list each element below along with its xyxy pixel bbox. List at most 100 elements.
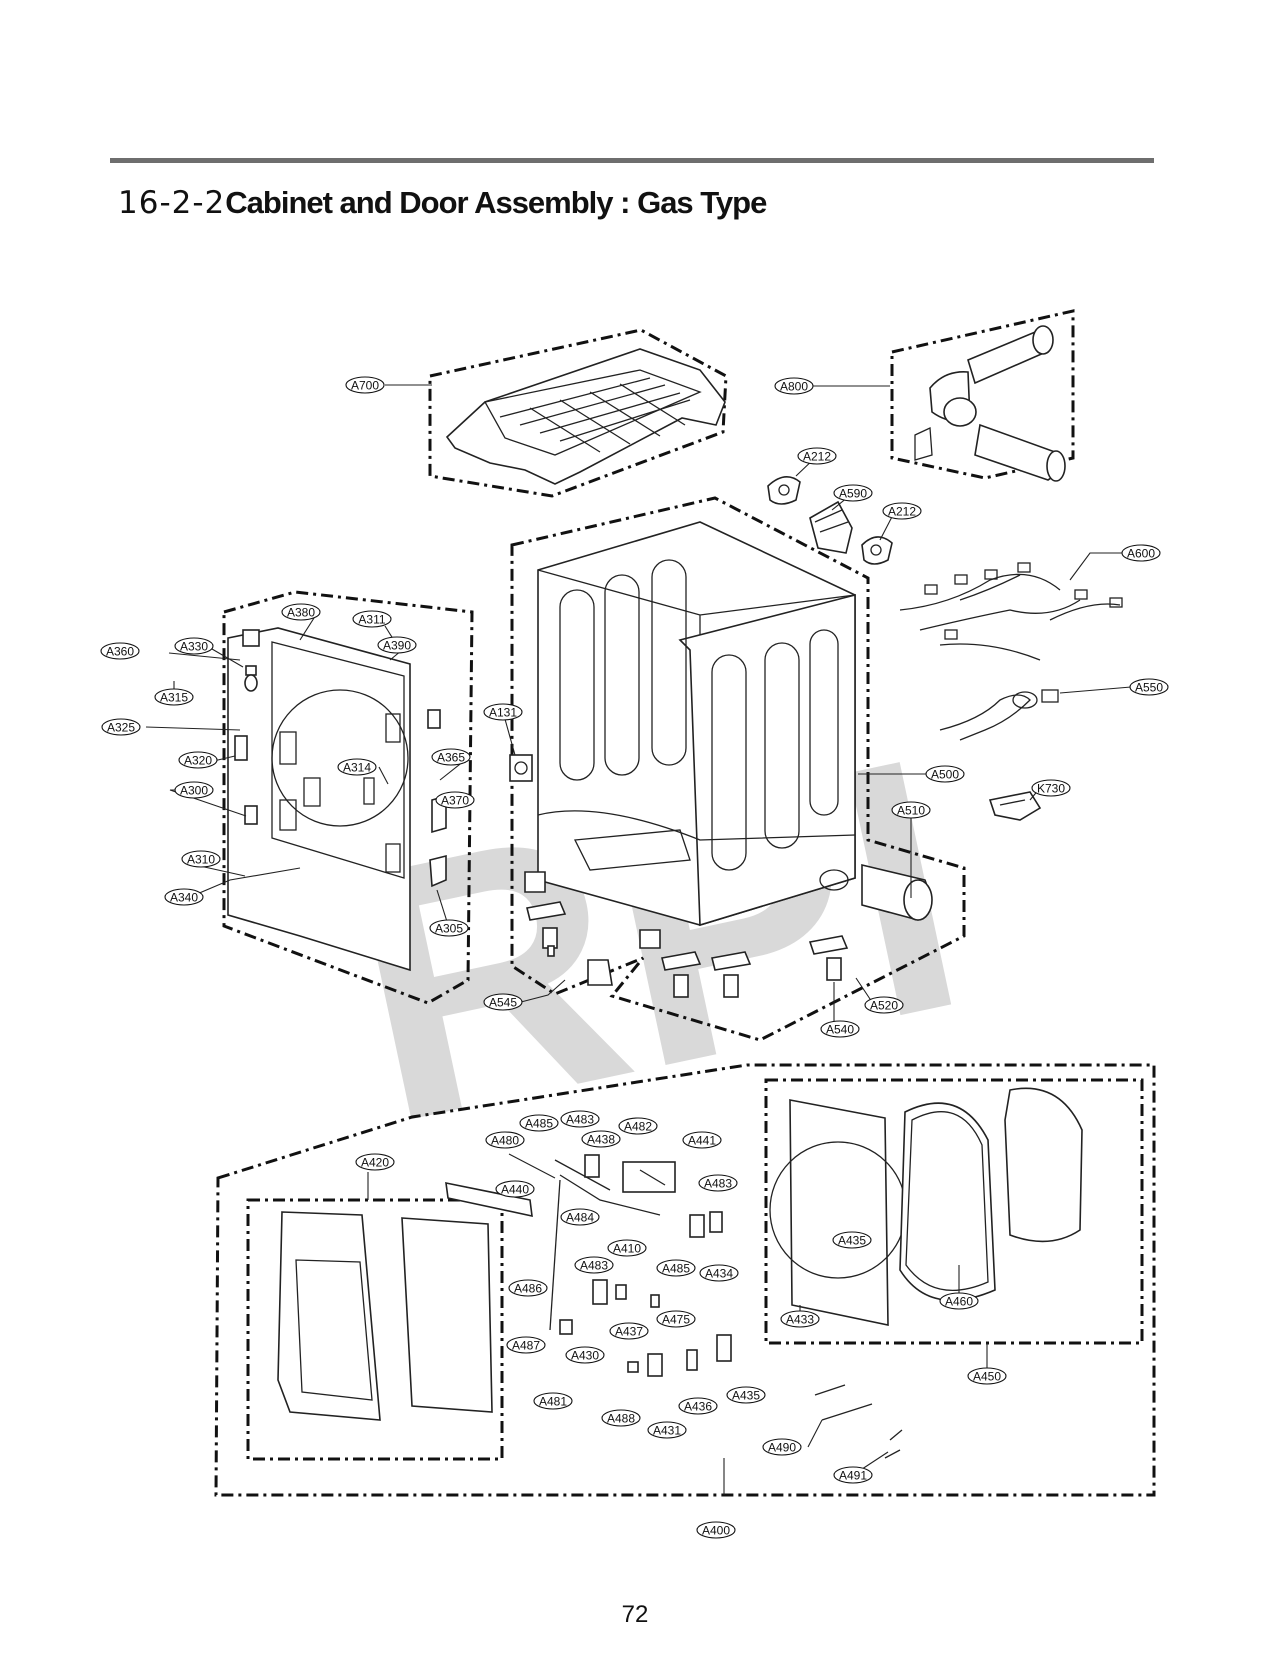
callout-label: A480	[491, 1134, 519, 1148]
callout-a475: A475	[656, 1310, 696, 1328]
callout-bubble	[565, 1346, 605, 1364]
callout-label: A400	[702, 1524, 730, 1538]
callout-bubble	[797, 447, 837, 465]
section-number: 16-2-2	[118, 185, 226, 221]
callout-bubble	[508, 1279, 548, 1297]
callout-bubble	[726, 1386, 766, 1404]
callout-bubble	[154, 688, 194, 706]
callout-bubble	[377, 636, 417, 654]
callout-a360: A360	[100, 642, 140, 660]
callout-a500: A500	[925, 765, 965, 783]
callout-a410: A410	[607, 1239, 647, 1257]
callout-label: A441	[688, 1134, 716, 1148]
callout-a700: A700	[345, 376, 385, 394]
callout-label: A483	[580, 1259, 608, 1273]
callout-label: A431	[653, 1424, 681, 1438]
callout-a441: A441	[682, 1131, 722, 1149]
callout-label: A314	[343, 761, 371, 775]
callout-bubble	[174, 637, 214, 655]
callout-label: A370	[441, 794, 469, 808]
callout-bubble	[678, 1397, 718, 1415]
callout-bubble	[609, 1322, 649, 1340]
callout-bubble	[483, 993, 523, 1011]
callout-bubble	[967, 1367, 1007, 1385]
callout-label: A212	[803, 450, 831, 464]
callout-label: K730	[1037, 782, 1065, 796]
callout-label: A510	[897, 804, 925, 818]
callout-label: A520	[870, 999, 898, 1013]
top-plate-part	[445, 348, 726, 485]
callout-a420: A420	[355, 1153, 395, 1171]
callout-bubble	[483, 703, 523, 721]
callout-bubble	[696, 1521, 736, 1539]
group-border-door	[214, 1063, 1156, 1497]
callout-a438: A438	[581, 1130, 621, 1148]
callout-a434: A434	[699, 1264, 739, 1282]
callout-label: A430	[571, 1349, 599, 1363]
door-hinge-latch-parts	[549, 1154, 732, 1377]
power-cord-part	[939, 689, 1059, 741]
callout-a491: A491	[833, 1466, 873, 1484]
callout-bubble	[345, 376, 385, 394]
callout-bubble	[181, 850, 221, 868]
callout-bubble	[925, 765, 965, 783]
vent-duct-part	[861, 863, 933, 921]
callout-label: A437	[615, 1325, 643, 1339]
callout-bubble	[820, 1020, 860, 1038]
callout-label: A545	[489, 996, 517, 1010]
callout-a483: A483	[698, 1174, 738, 1192]
callout-a435: A435	[832, 1231, 872, 1249]
thermostat-part	[509, 754, 533, 782]
callout-a550: A550	[1129, 678, 1169, 696]
callout-bubble	[698, 1174, 738, 1192]
callout-label: A420	[361, 1156, 389, 1170]
callout-a390: A390	[377, 636, 417, 654]
callout-a485: A485	[519, 1114, 559, 1132]
callout-a481: A481	[533, 1392, 573, 1410]
callout-a430: A430	[565, 1346, 605, 1364]
callout-bubble	[431, 748, 471, 766]
callout-bubble	[355, 1153, 395, 1171]
callout-bubble	[656, 1259, 696, 1277]
callout-bubble	[164, 888, 204, 906]
callout-a436: A436	[678, 1397, 718, 1415]
callout-bubble	[560, 1208, 600, 1226]
callout-a310: A310	[181, 850, 221, 868]
callout-bubble	[647, 1421, 687, 1439]
callout-label: A212	[888, 505, 916, 519]
callout-bubble	[832, 1231, 872, 1249]
callout-a400: A400	[696, 1521, 736, 1539]
callout-a483: A483	[574, 1256, 614, 1274]
callout-a486: A486	[508, 1279, 548, 1297]
callout-a433: A433	[780, 1310, 820, 1328]
page-number: 72	[621, 1601, 649, 1628]
callout-bubble	[939, 1292, 979, 1310]
group-border-cabinet	[510, 496, 966, 1042]
callout-label: A340	[170, 891, 198, 905]
callout-a545: A545	[483, 993, 523, 1011]
callout-label: A460	[945, 1295, 973, 1309]
callout-bubble	[607, 1239, 647, 1257]
callout-label: A435	[838, 1234, 866, 1248]
callout-label: A310	[187, 853, 215, 867]
callout-bubble	[178, 751, 218, 769]
callout-label: A483	[566, 1113, 594, 1127]
callout-label: A600	[1127, 547, 1155, 561]
callout-label: A482	[624, 1120, 652, 1134]
callout-a483: A483	[560, 1110, 600, 1128]
callout-a520: A520	[864, 996, 904, 1014]
callout-bubble	[533, 1392, 573, 1410]
callout-label: A410	[613, 1242, 641, 1256]
inner-door-part	[769, 1087, 1083, 1326]
callout-label: A435	[732, 1389, 760, 1403]
callout-a311: A311	[352, 610, 392, 628]
callout-label: A380	[287, 606, 315, 620]
callout-a431: A431	[647, 1421, 687, 1439]
callout-bubble	[656, 1310, 696, 1328]
callout-label: A475	[662, 1313, 690, 1327]
callout-bubble	[337, 758, 377, 776]
callout-label: A590	[839, 487, 867, 501]
callout-a440: A440	[495, 1180, 535, 1198]
